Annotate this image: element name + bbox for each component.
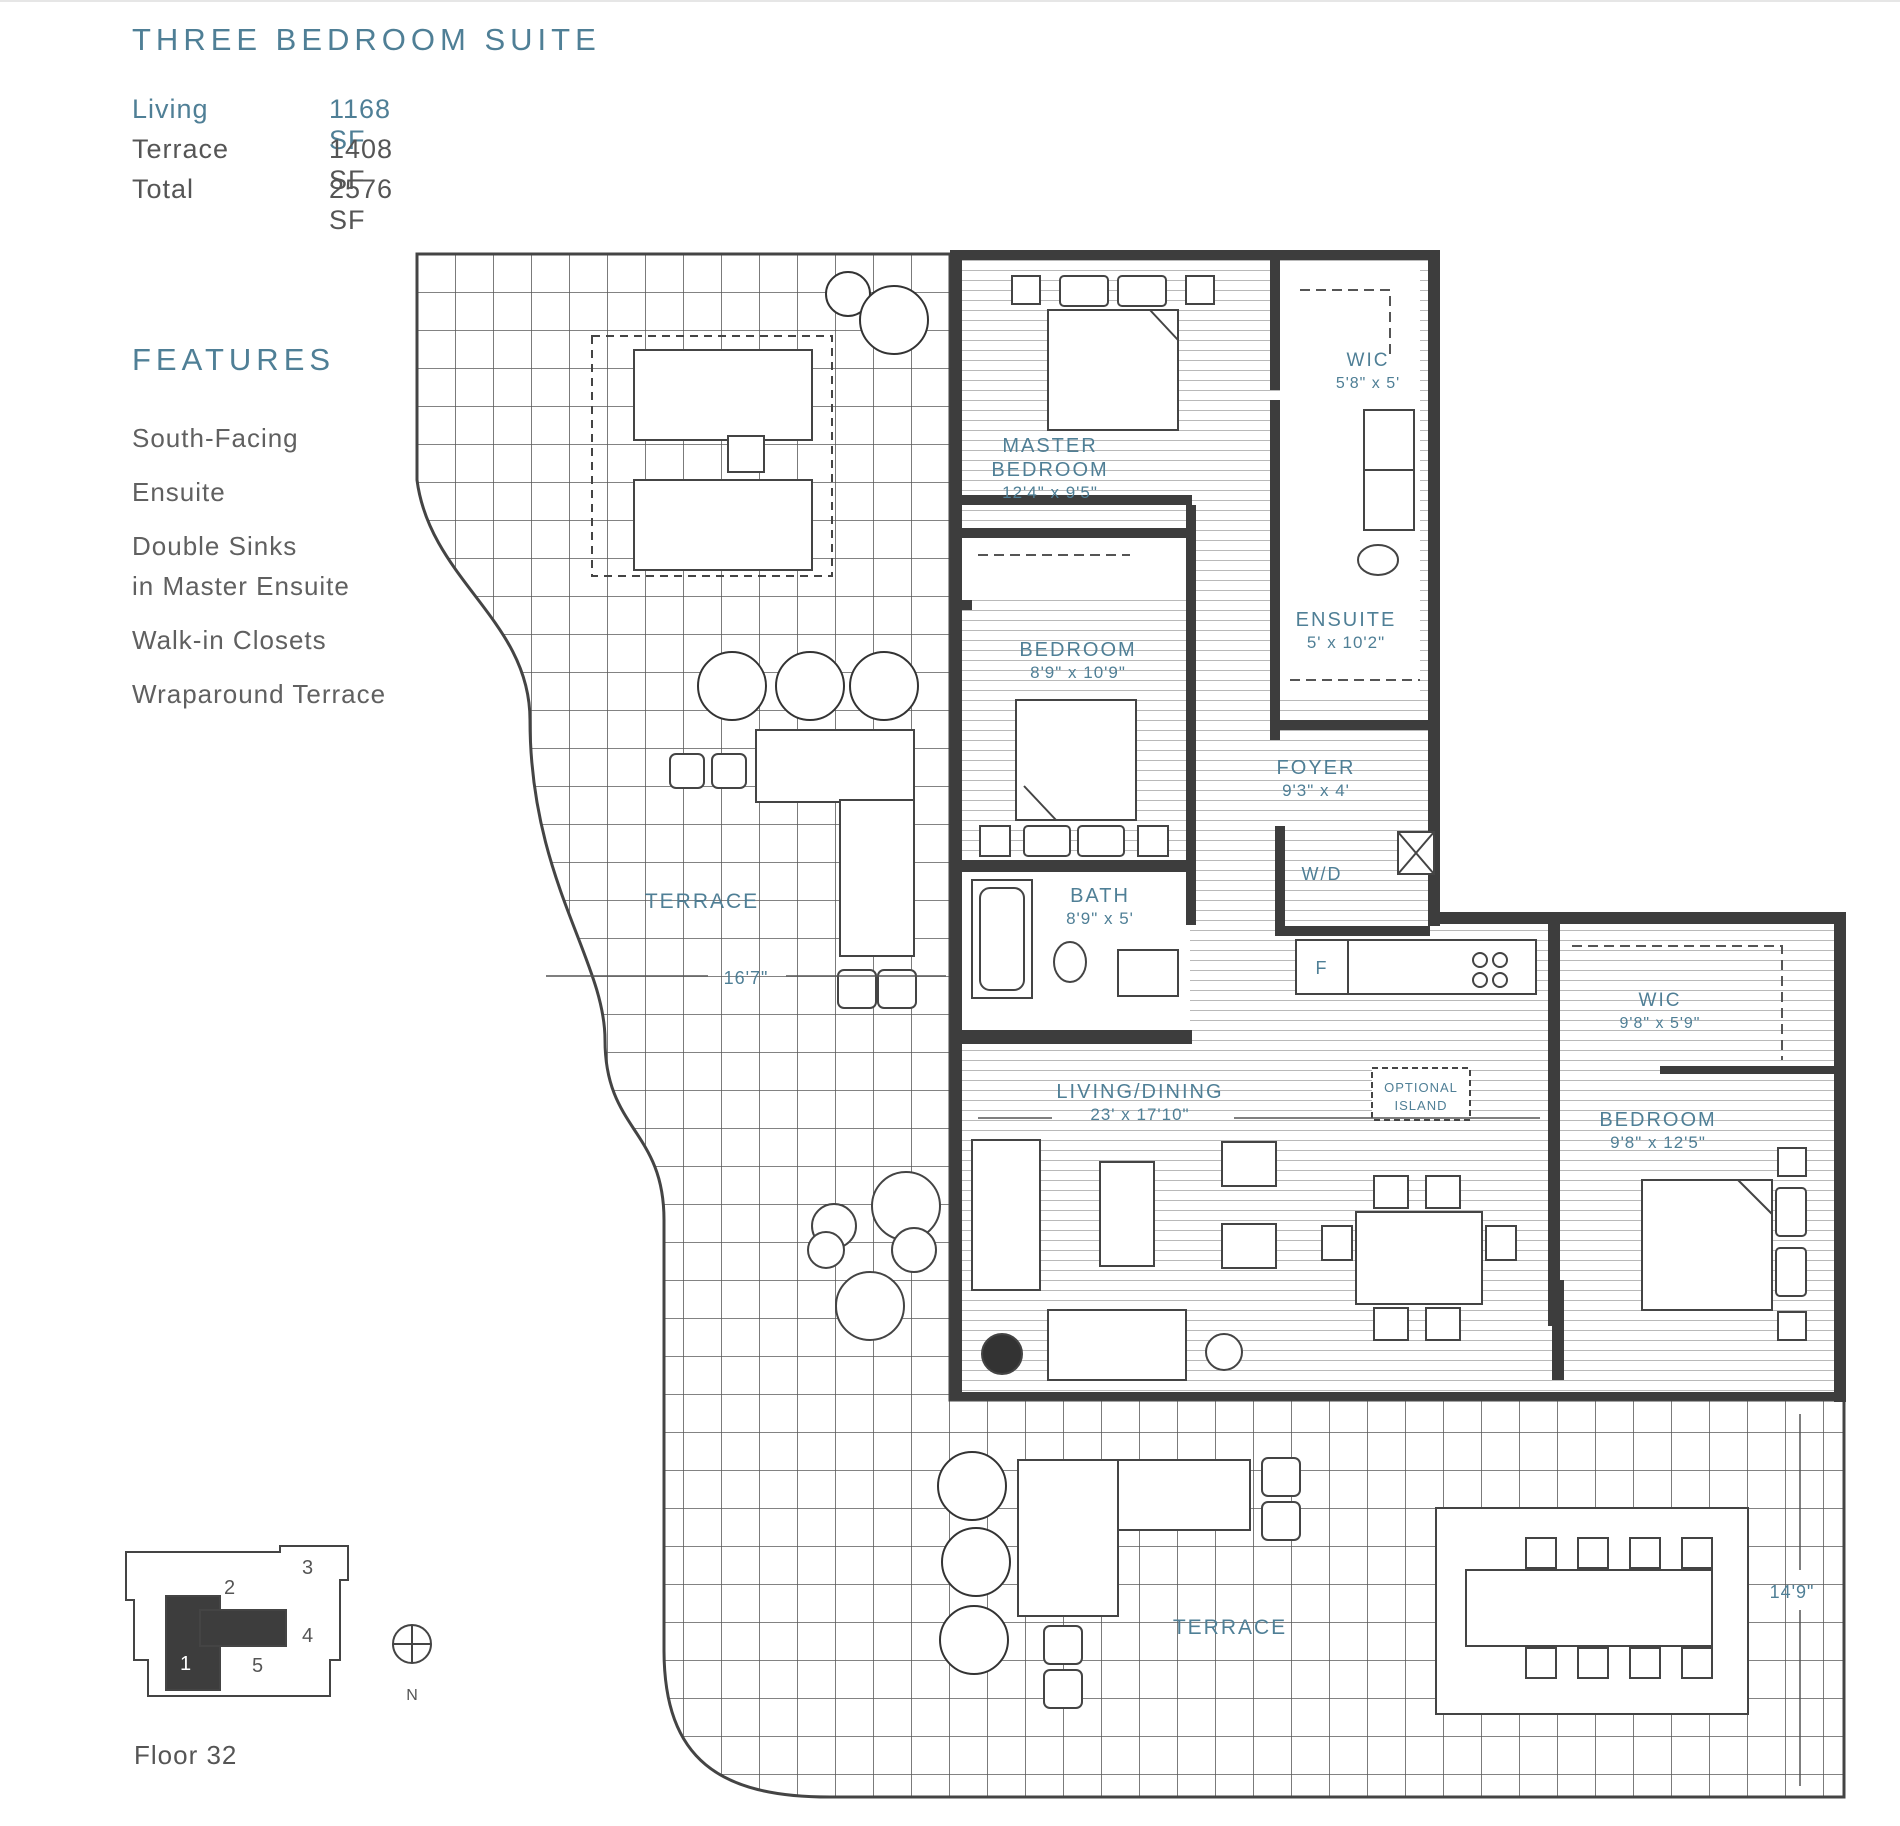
foyer-label: FOYER bbox=[1277, 757, 1356, 779]
closet-shelves bbox=[978, 289, 1783, 1060]
key-plan-unit: 1 bbox=[180, 1653, 191, 1675]
feature-item: Wraparound Terrace bbox=[132, 674, 386, 714]
suite-title: THREE BEDROOM SUITE bbox=[132, 22, 601, 57]
walls bbox=[950, 250, 1846, 1402]
bedroom-1-bed bbox=[979, 699, 1169, 857]
key-plan-unit: 4 bbox=[302, 1625, 313, 1647]
foyer-dim: 9'3" x 4' bbox=[1282, 781, 1350, 800]
wic-dim: 5'8" x 5' bbox=[1336, 375, 1400, 392]
terrace-floor bbox=[415, 252, 1846, 1799]
floor-label: Floor 32 bbox=[134, 1740, 238, 1770]
master-bedroom-label: BEDROOM bbox=[991, 459, 1108, 481]
top-border bbox=[0, 0, 1900, 2]
feature-line: South-Facing bbox=[132, 423, 299, 453]
wic-dim: 9'8" x 5'9" bbox=[1620, 1015, 1701, 1032]
features-list: South-Facing Ensuite Double Sinks in Mast… bbox=[132, 418, 386, 728]
area-label: Terrace bbox=[132, 134, 230, 164]
living-furniture bbox=[971, 1139, 1517, 1381]
feature-line: Ensuite bbox=[132, 477, 226, 507]
bedroom-label: BEDROOM bbox=[1019, 639, 1136, 661]
living-dining-dim: 23' x 17'10" bbox=[1090, 1105, 1189, 1124]
dimension-lines bbox=[546, 975, 1801, 1786]
optional-island-label: OPTIONAL bbox=[1384, 1080, 1458, 1095]
master-bedroom-dim: 12'4" x 9'5" bbox=[1002, 483, 1098, 502]
kitchen bbox=[1295, 939, 1537, 1121]
terrace-label: TERRACE bbox=[1173, 1616, 1287, 1639]
room-labels: MASTER BEDROOM 12'4" x 9'5" WIC 5'8" x 5… bbox=[645, 350, 1815, 1639]
fridge-label: F bbox=[1316, 958, 1329, 978]
terrace-dim: 16'7" bbox=[724, 968, 769, 988]
master-bedroom-label: MASTER bbox=[1002, 435, 1097, 457]
north-label: N bbox=[406, 1687, 418, 1704]
terrace-furniture bbox=[591, 335, 1749, 1715]
area-value: 2576 SF bbox=[329, 174, 394, 235]
feature-item: Ensuite bbox=[132, 472, 386, 512]
area-label: Living bbox=[132, 94, 209, 124]
master-bed bbox=[1011, 275, 1215, 431]
bedroom-dim: 8'9" x 10'9" bbox=[1030, 663, 1126, 682]
ensuite-label: ENSUITE bbox=[1296, 609, 1397, 631]
bedroom-label: BEDROOM bbox=[1599, 1109, 1716, 1131]
laundry-label: W/D bbox=[1302, 864, 1343, 884]
area-value: 1408 SF bbox=[329, 134, 394, 195]
feature-item: Double Sinks in Master Ensuite bbox=[132, 526, 386, 606]
terrace-label: TERRACE bbox=[645, 890, 759, 913]
optional-island-label: ISLAND bbox=[1395, 1098, 1448, 1113]
key-plan-unit: 2 bbox=[224, 1577, 235, 1599]
key-plan: 1 2 3 4 5 N bbox=[125, 1545, 432, 1704]
key-plan-unit: 3 bbox=[302, 1557, 313, 1579]
feature-item: Walk-in Closets bbox=[132, 620, 386, 660]
bedroom-dim: 9'8" x 12'5" bbox=[1610, 1133, 1706, 1152]
bath-dim: 8'9" x 5' bbox=[1066, 909, 1134, 928]
area-value: 1168 SF bbox=[329, 94, 392, 155]
feature-line: Double Sinks bbox=[132, 531, 298, 561]
features-title: FEATURES bbox=[132, 342, 336, 377]
wic-label: WIC bbox=[1347, 350, 1390, 371]
terrace-dim: 14'9" bbox=[1770, 1582, 1815, 1602]
feature-line: in Master Ensuite bbox=[132, 571, 350, 601]
bath-label: BATH bbox=[1070, 885, 1130, 907]
planters bbox=[697, 271, 1011, 1675]
feature-line: Walk-in Closets bbox=[132, 625, 327, 655]
ensuite-dim: 5' x 10'2" bbox=[1307, 633, 1385, 652]
bedroom-2-bed bbox=[1641, 1147, 1807, 1341]
feature-item: South-Facing bbox=[132, 418, 386, 458]
key-plan-unit: 5 bbox=[252, 1655, 263, 1677]
wic-label: WIC bbox=[1639, 990, 1682, 1011]
bath-fixtures bbox=[971, 409, 1435, 999]
area-label: Total bbox=[132, 174, 195, 204]
living-dining-label: LIVING/DINING bbox=[1056, 1081, 1223, 1103]
feature-line: Wraparound Terrace bbox=[132, 679, 387, 709]
